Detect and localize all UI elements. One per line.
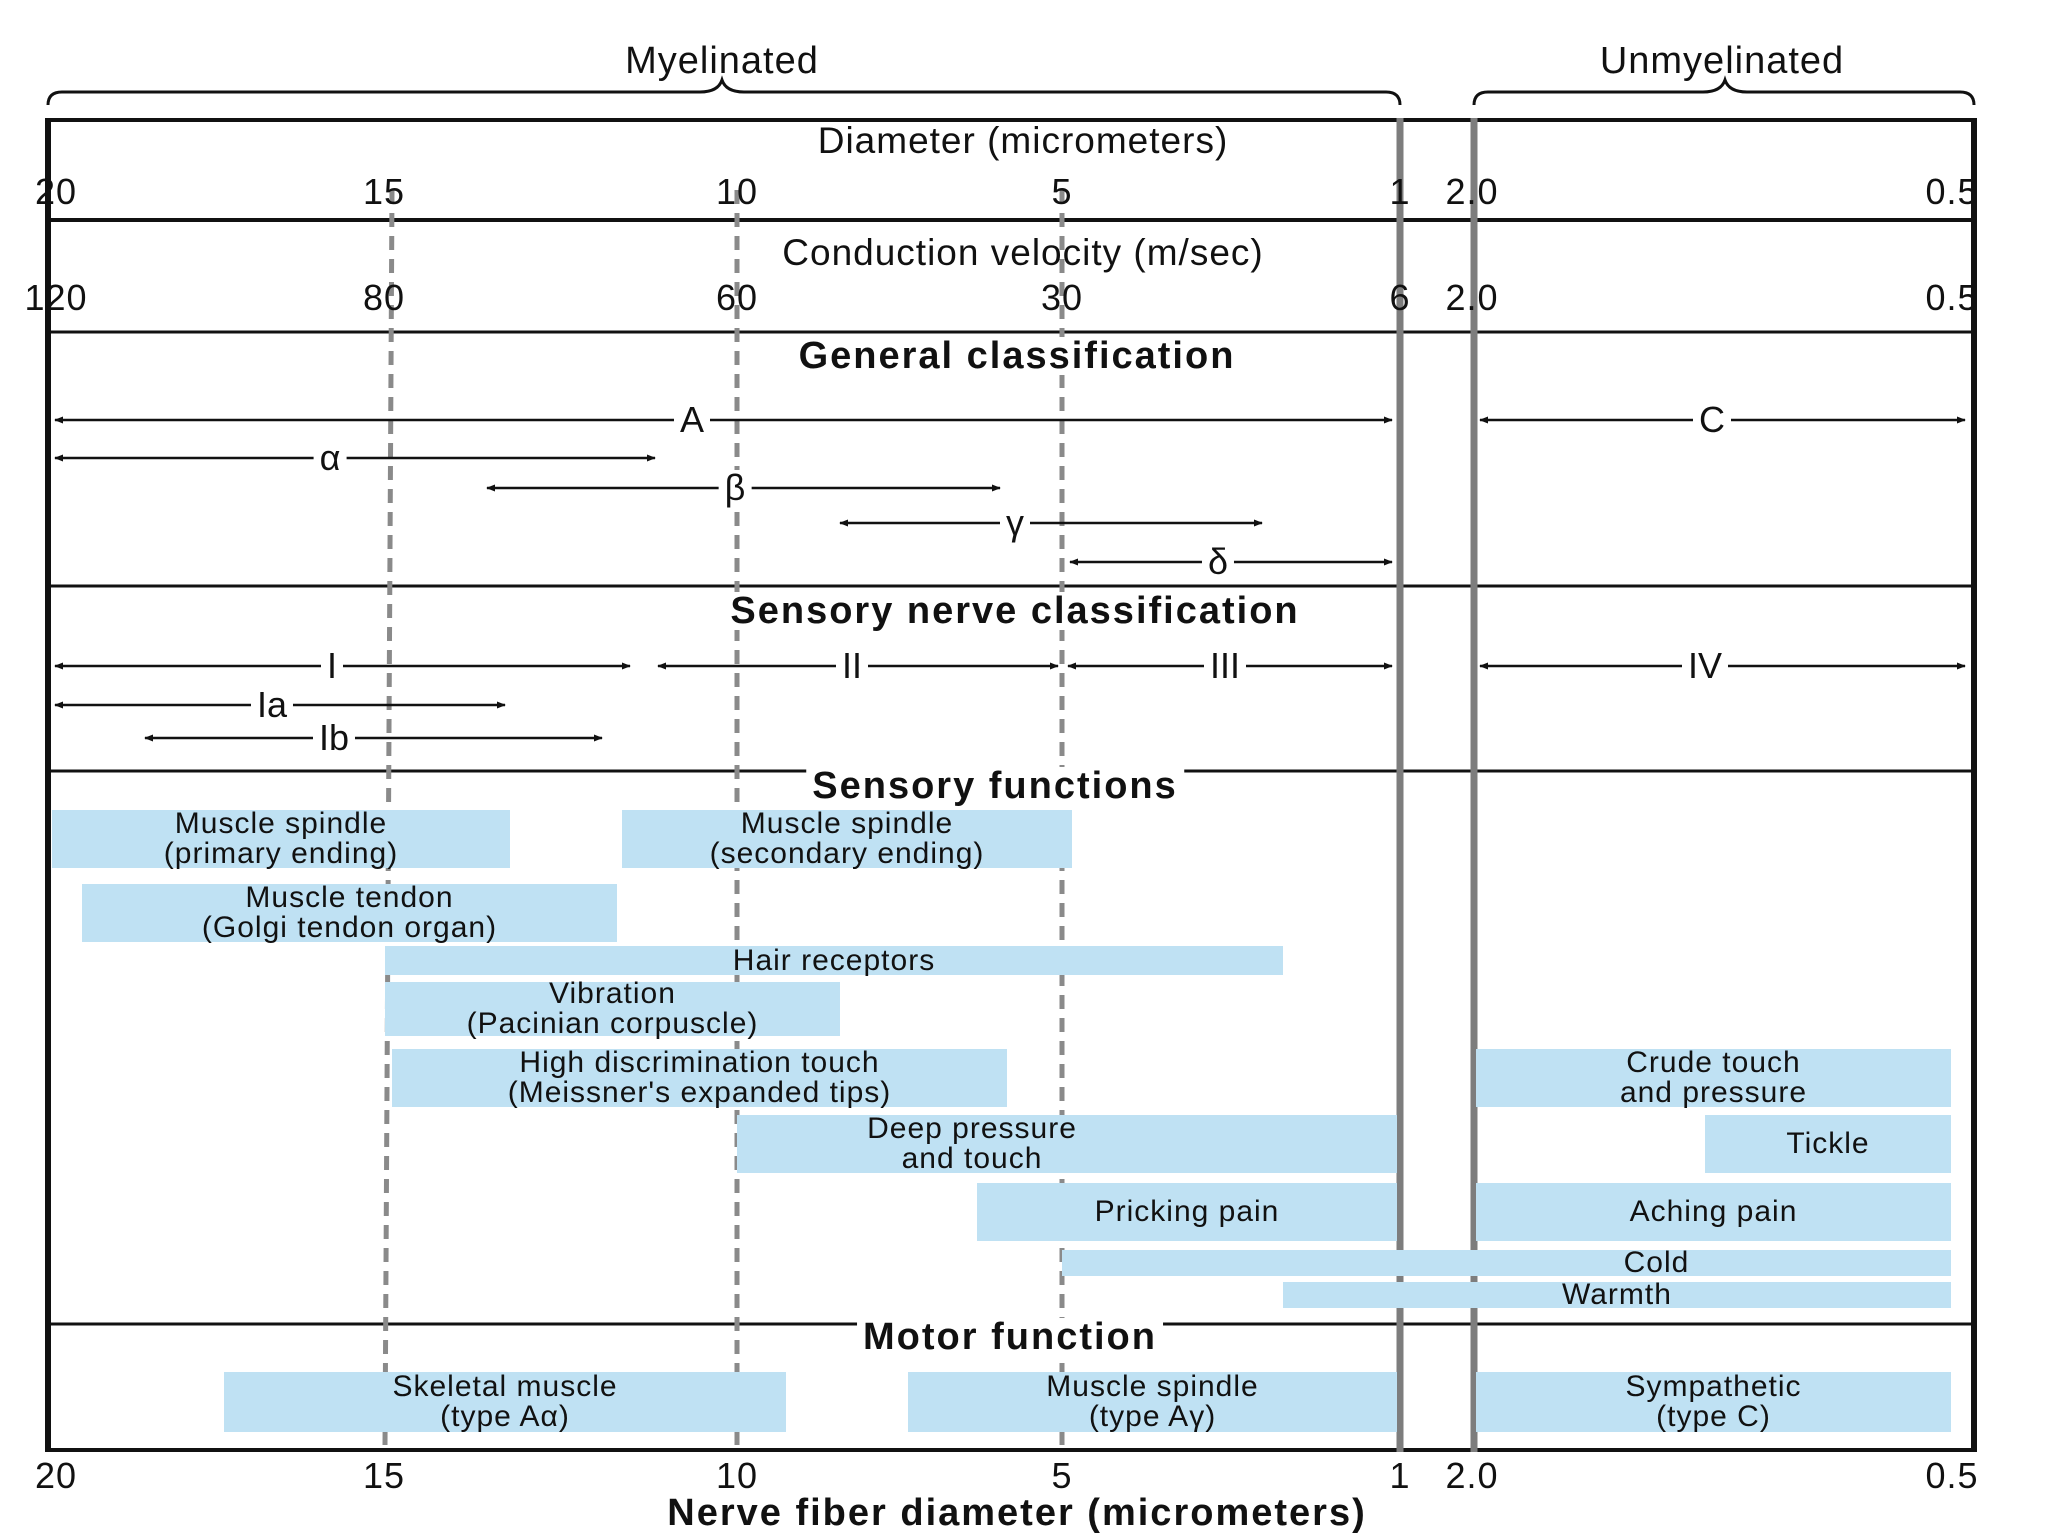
aching-pain-box: Aching pain xyxy=(1476,1183,1951,1241)
high-touch-text: High discrimination touch (Meissner's ex… xyxy=(507,1046,892,1109)
diameter-tick: 0.5 xyxy=(1925,171,1979,212)
class-alpha-label: α xyxy=(313,440,347,476)
class-beta-label: β xyxy=(718,470,752,506)
deep-pressure-text: Deep pressure and touch xyxy=(867,1112,1077,1175)
class-c-label: C xyxy=(1693,402,1731,438)
tendon-box: Muscle tendon (Golgi tendon organ) xyxy=(82,881,617,944)
high-touch-box: High discrimination touch (Meissner's ex… xyxy=(392,1046,1007,1109)
spindle-gamma-text: Muscle spindle (type Aγ) xyxy=(1046,1370,1259,1433)
velocity-title: Conduction velocity (m/sec) xyxy=(782,232,1264,273)
sensory-functions-title: Sensory functions xyxy=(806,767,1184,805)
vibration-box: Vibration (Pacinian corpuscle) xyxy=(385,977,840,1040)
tickle-box: Tickle xyxy=(1705,1115,1951,1173)
class-gamma-label: γ xyxy=(1000,505,1030,541)
class-a-label: A xyxy=(673,402,711,438)
warmth-text: Warmth xyxy=(1562,1278,1672,1311)
skeletal-muscle-box: Skeletal muscle (type Aα) xyxy=(224,1372,786,1432)
diameter-tick: 5 xyxy=(1051,171,1073,212)
general-classification-title: General classification xyxy=(792,337,1242,375)
velocity-tick: 120 xyxy=(24,277,88,318)
axis-tick: 1 xyxy=(1389,1455,1411,1496)
velocity-tick: 6 xyxy=(1389,277,1411,318)
tickle-text: Tickle xyxy=(1786,1127,1870,1160)
spindle-primary-text: Muscle spindle (primary ending) xyxy=(163,807,399,870)
diameter-tick: 1 xyxy=(1389,171,1411,212)
diameter-title: Diameter (micrometers) xyxy=(817,120,1229,161)
class-i-label: I xyxy=(320,648,344,684)
velocity-tick: 2.0 xyxy=(1445,277,1499,318)
crude-touch-text: Crude touch and pressure xyxy=(1619,1046,1808,1109)
pricking-pain-box: Pricking pain xyxy=(977,1183,1397,1241)
vibration-text: Vibration (Pacinian corpuscle) xyxy=(466,977,759,1040)
spindle-secondary-box: Muscle spindle (secondary ending) xyxy=(622,807,1072,870)
myelinated-label: Myelinated xyxy=(625,40,819,82)
axis-tick: 0.5 xyxy=(1925,1455,1979,1496)
diameter-tick: 2.0 xyxy=(1445,171,1499,212)
axis-tick: 15 xyxy=(362,1455,406,1496)
class-iv-label: IV xyxy=(1681,648,1729,684)
x-axis-label: Nerve fiber diameter (micrometers) xyxy=(667,1492,1367,1534)
class-ii-label: II xyxy=(835,648,869,684)
sensory-nerve-classification-title: Sensory nerve classification xyxy=(724,592,1306,630)
unmyelinated-brace xyxy=(1472,75,1976,106)
deep-pressure-box: Deep pressure and touch xyxy=(737,1112,1397,1175)
axis-tick: 20 xyxy=(34,1455,78,1496)
class-ib-label: Ib xyxy=(312,720,356,756)
unmyelinated-label: Unmyelinated xyxy=(1599,40,1845,82)
diameter-tick: 20 xyxy=(34,171,78,212)
pricking-pain-text: Pricking pain xyxy=(1094,1195,1280,1228)
velocity-tick: 30 xyxy=(1040,277,1084,318)
spindle-secondary-text: Muscle spindle (secondary ending) xyxy=(709,807,985,870)
axis-tick: 2.0 xyxy=(1445,1455,1499,1496)
spindle-primary-box: Muscle spindle (primary ending) xyxy=(52,807,510,870)
velocity-tick: 80 xyxy=(362,277,406,318)
class-iii-label: III xyxy=(1203,648,1247,684)
hair-receptors-box: Hair receptors xyxy=(385,943,1283,977)
tendon-text: Muscle tendon (Golgi tendon organ) xyxy=(201,881,498,944)
sympathetic-text: Sympathetic (type C) xyxy=(1625,1370,1802,1433)
warmth-box: Warmth xyxy=(1283,1278,1951,1311)
velocity-tick: 0.5 xyxy=(1925,277,1979,318)
motor-function-title: Motor function xyxy=(857,1318,1163,1356)
myelinated-brace xyxy=(46,75,1402,106)
cold-box: Cold xyxy=(1062,1246,1951,1279)
skeletal-muscle-text: Skeletal muscle (type Aα) xyxy=(392,1370,618,1433)
sympathetic-box: Sympathetic (type C) xyxy=(1476,1372,1951,1432)
diameter-tick: 10 xyxy=(715,171,759,212)
crude-touch-box: Crude touch and pressure xyxy=(1476,1046,1951,1109)
velocity-tick: 60 xyxy=(715,277,759,318)
spindle-gamma-box: Muscle spindle (type Aγ) xyxy=(908,1372,1397,1432)
class-delta-label: δ xyxy=(1201,544,1235,580)
diameter-tick: 15 xyxy=(362,171,406,212)
axis-tick: 10 xyxy=(715,1455,759,1496)
cold-text: Cold xyxy=(1623,1246,1690,1279)
class-ia-label: Ia xyxy=(250,687,294,723)
aching-pain-text: Aching pain xyxy=(1629,1195,1798,1228)
axis-tick: 5 xyxy=(1051,1455,1073,1496)
hair-receptors-text: Hair receptors xyxy=(732,943,936,977)
